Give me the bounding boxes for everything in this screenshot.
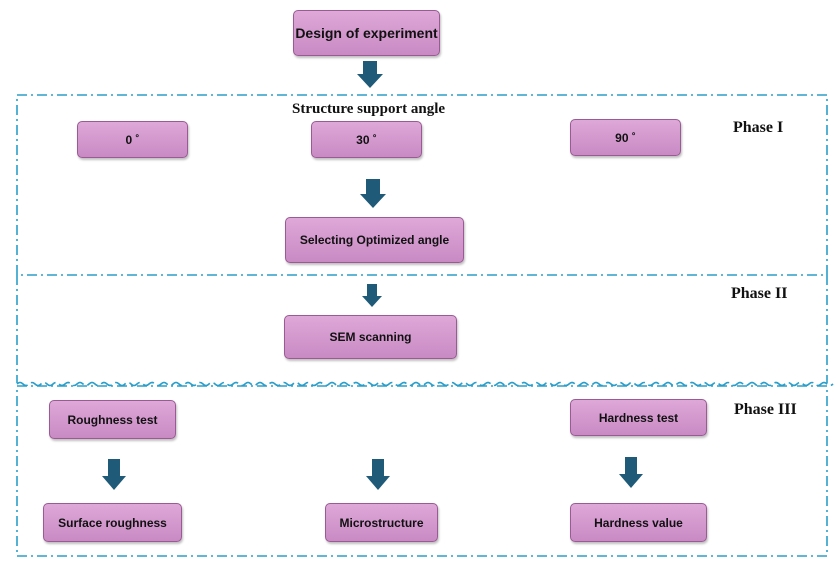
phase-2-wavy-border	[16, 381, 834, 387]
roughness-test-box: Roughness test	[49, 400, 176, 439]
design-of-experiment-box: Design of experiment	[293, 10, 440, 56]
down-arrow-icon	[362, 284, 382, 307]
structure-support-angle-title: Structure support angle	[292, 101, 446, 117]
microstructure-label: Microstructure	[339, 515, 424, 530]
hardness-value-box: Hardness value	[570, 503, 707, 542]
down-arrow-icon	[360, 179, 386, 208]
roughness-test-label: Roughness test	[67, 412, 158, 427]
down-arrow-icon	[619, 457, 643, 488]
microstructure-box: Microstructure	[325, 503, 438, 542]
angle-90-label: 90 ˚	[615, 130, 636, 145]
surface-roughness-label: Surface roughness	[58, 515, 167, 530]
angle-30-label: 30 ˚	[356, 132, 377, 147]
hardness-value-label: Hardness value	[594, 515, 683, 530]
design-of-experiment-label: Design of experiment	[295, 24, 438, 41]
angle-30-box: 30 ˚	[311, 121, 422, 158]
angle-0-box: 0 ˚	[77, 121, 188, 158]
sem-scanning-box: SEM scanning	[284, 315, 457, 359]
phase-1-frame	[16, 94, 828, 276]
phase-3-label: Phase III	[734, 401, 797, 418]
hardness-test-box: Hardness test	[570, 399, 707, 436]
angle-0-label: 0 ˚	[125, 132, 140, 147]
phase-2-label: Phase II	[731, 285, 788, 302]
down-arrow-icon	[357, 61, 383, 88]
selecting-optimized-angle-box: Selecting Optimized angle	[285, 217, 464, 263]
down-arrow-icon	[102, 459, 126, 490]
surface-roughness-box: Surface roughness	[43, 503, 182, 542]
phase-3-frame	[16, 385, 828, 557]
hardness-test-label: Hardness test	[598, 410, 679, 425]
selecting-optimized-angle-label: Selecting Optimized angle	[299, 233, 450, 247]
phase-1-label: Phase I	[733, 119, 784, 136]
sem-scanning-label: SEM scanning	[329, 330, 412, 344]
down-arrow-icon	[366, 459, 390, 490]
angle-90-box: 90 ˚	[570, 119, 681, 156]
